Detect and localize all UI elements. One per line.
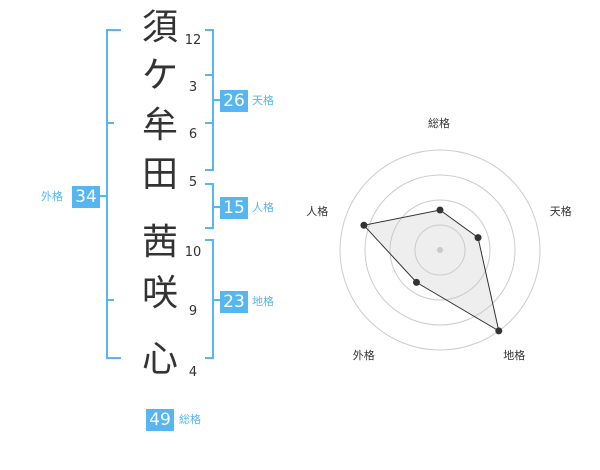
name-char-3: 牟 bbox=[141, 105, 178, 146]
gaikaku-label: 外格 bbox=[41, 190, 63, 203]
stroke-count-2: 3 bbox=[188, 80, 198, 95]
stroke-count-4: 5 bbox=[188, 175, 198, 190]
stroke-count-5: 10 bbox=[184, 245, 202, 260]
radar-axis-label: 総格 bbox=[428, 117, 450, 130]
name-char-1: 須 bbox=[141, 7, 178, 48]
name-char-7: 心 bbox=[141, 339, 178, 380]
radar-ring bbox=[389, 199, 491, 301]
tenkaku-label: 天格 bbox=[252, 94, 274, 107]
radar-point-4 bbox=[412, 278, 420, 286]
radar-center bbox=[437, 247, 443, 253]
radar-axis-label: 人格 bbox=[306, 205, 329, 219]
radar-polygon bbox=[362, 209, 500, 332]
chikaku-label: 地格 bbox=[252, 295, 274, 308]
jinkaku-value: 15 bbox=[220, 197, 248, 219]
radar-axis-label: 地格 bbox=[503, 348, 526, 362]
radar-point-1 bbox=[436, 206, 444, 214]
stroke-count-6: 9 bbox=[188, 304, 198, 319]
radar-point-3 bbox=[495, 327, 503, 335]
radar-ring bbox=[364, 174, 516, 326]
name-char-5: 茜 bbox=[141, 222, 178, 263]
chikaku-value: 23 bbox=[220, 291, 248, 313]
radar-axis-label: 外格 bbox=[352, 348, 375, 362]
radar-rings bbox=[339, 149, 541, 351]
tenkaku-value: 26 bbox=[220, 90, 248, 112]
soukaku-label: 総格 bbox=[179, 413, 201, 426]
radar-point-2 bbox=[474, 234, 482, 242]
radar-ring bbox=[414, 224, 466, 276]
stroke-count-7: 4 bbox=[188, 365, 198, 380]
gaikaku-value: 34 bbox=[72, 186, 100, 208]
soukaku-value: 49 bbox=[146, 409, 174, 431]
name-char-2: ケ bbox=[141, 55, 178, 96]
stroke-count-1: 12 bbox=[184, 33, 202, 48]
radar-series-area bbox=[362, 209, 500, 332]
gaikaku-bracket bbox=[106, 29, 121, 359]
jinkaku-label: 人格 bbox=[252, 201, 274, 214]
radar-point-5 bbox=[360, 221, 368, 229]
name-char-6: 咲 bbox=[141, 273, 178, 314]
radar-axis-label: 天格 bbox=[549, 205, 572, 219]
name-char-4: 田 bbox=[141, 154, 178, 195]
radar-ring bbox=[339, 149, 541, 351]
stroke-count-3: 6 bbox=[188, 127, 198, 142]
radar-points bbox=[360, 206, 503, 335]
